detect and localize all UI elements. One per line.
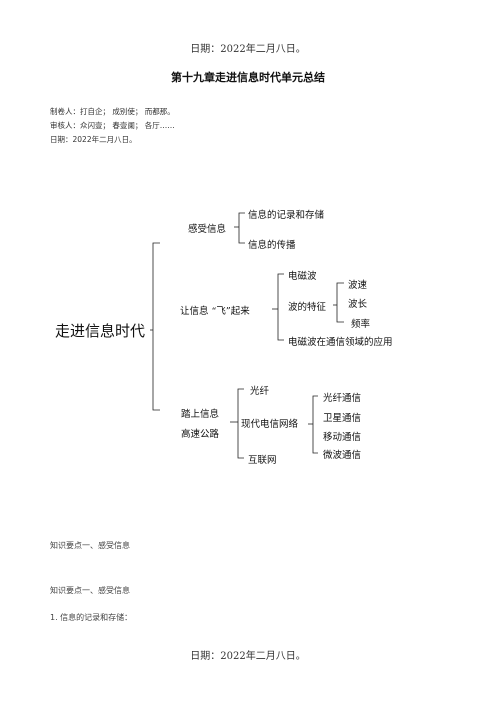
- leaf-wavelength: 波长: [348, 299, 368, 310]
- leaf-microwave-comm: 微波通信: [323, 450, 362, 461]
- branch-info-highway-l1: 踏上信息: [181, 409, 220, 420]
- node-telecom-network: 现代电信网络: [241, 419, 299, 430]
- page-header-date: 日期：2022年二月八日。: [190, 44, 306, 55]
- section-heading-2: 知识要点一、感受信息: [50, 586, 130, 595]
- subsection-record-store: 1. 信息的记录和存储：: [50, 613, 133, 622]
- leaf-mobile-comm: 移动通信: [323, 432, 362, 443]
- branch-sense-info: 感受信息: [188, 224, 227, 235]
- leaf-fiber-comm: 光纤通信: [323, 393, 362, 404]
- meta-date-line: 日期：2022年二月八日。: [50, 135, 137, 144]
- document-title: 第十九章走进信息时代单元总结: [171, 71, 325, 84]
- mindmap-root: 走进信息时代: [55, 322, 146, 340]
- leaf-internet: 互联网: [248, 455, 277, 466]
- reviewer-line: 审核人：众闪壹； 春壹阑； 各厅……: [50, 121, 175, 130]
- leaf-wave-speed: 波速: [348, 280, 368, 291]
- leaf-satellite-comm: 卫星通信: [323, 413, 362, 424]
- leaf-em-wave: 电磁波: [288, 271, 317, 282]
- leaf-record-store: 信息的记录和存储: [248, 210, 325, 221]
- leaf-optical-fiber: 光纤: [250, 386, 270, 397]
- page-footer-date: 日期：2022年二月八日。: [190, 651, 306, 662]
- leaf-spread: 信息的传播: [248, 240, 296, 251]
- section-heading-1: 知识要点一、感受信息: [50, 541, 130, 550]
- node-wave-features: 波的特征: [288, 302, 327, 313]
- leaf-em-application: 电磁波在通信领域的应用: [288, 337, 393, 348]
- leaf-frequency: 频率: [351, 319, 371, 330]
- branch-make-info-fly: 让信息 “飞”起来: [180, 306, 250, 317]
- branch-info-highway-l2: 高速公路: [181, 429, 220, 440]
- author-line: 制卷人：打自企； 成别使； 而都那。: [50, 107, 175, 116]
